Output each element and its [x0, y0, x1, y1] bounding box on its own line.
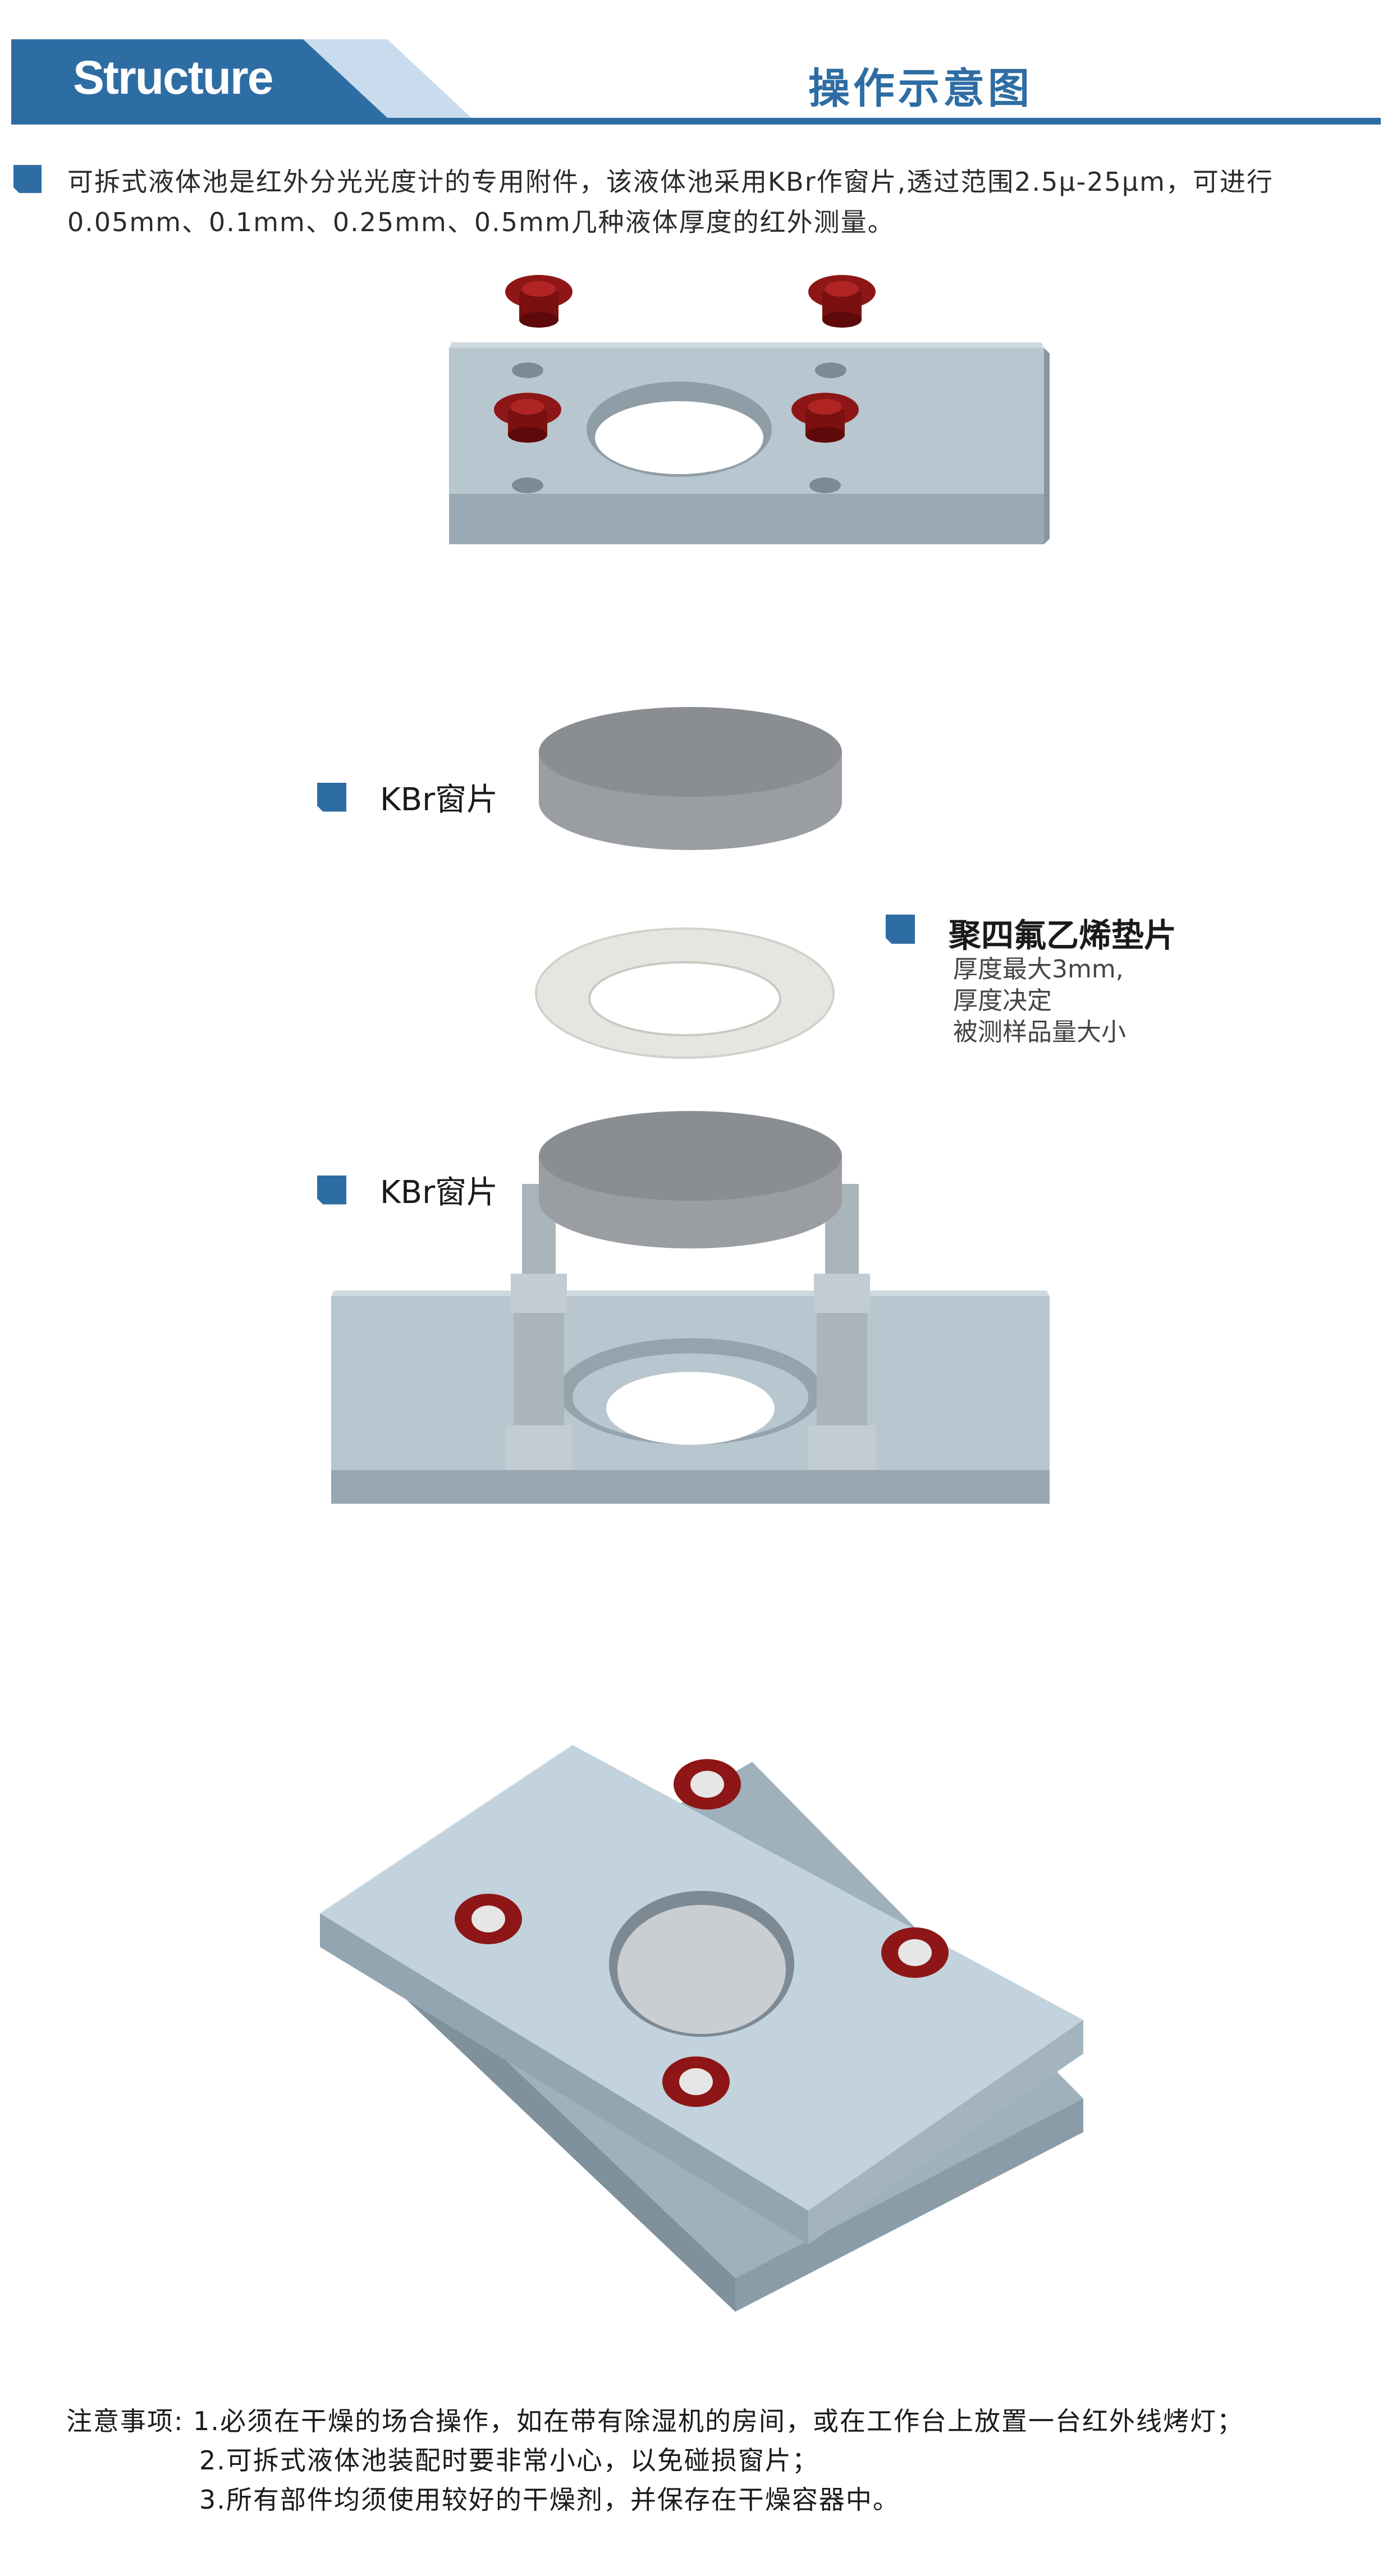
- label-kbr-bottom-text: KBr窗片: [380, 1174, 498, 1211]
- red-screw-icon: [674, 1759, 741, 1810]
- red-screw-icon: [881, 1927, 949, 1978]
- note-item: 1.必须在干燥的场合操作，如在带有除湿机的房间，或在工作台上放置一台红外线烤灯；: [193, 2406, 1244, 2436]
- notes-prefix: 注意事项:: [66, 2406, 194, 2436]
- intro-line-2: 0.05mm、0.1mm、0.25mm、0.5mm几种液体厚度的红外测量。: [67, 207, 895, 237]
- red-screw-icon: [791, 393, 859, 443]
- ptfe-desc-line: 被测样品量大小: [953, 1018, 1126, 1046]
- top-plate-diagram: [449, 275, 1050, 544]
- ptfe-gasket: [535, 927, 835, 1059]
- note-item: 3.所有部件均须使用较好的干燥剂，并保存在干燥容器中。: [199, 2485, 900, 2515]
- ptfe-desc-line: 厚度决定: [953, 986, 1052, 1015]
- note-item: 2.可拆式液体池装配时要非常小心，以免碰损窗片；: [199, 2445, 819, 2476]
- section-header: Structure 操作示意图: [11, 39, 1381, 125]
- red-screw-icon: [455, 1894, 522, 1944]
- bottom-plate-diagram: [331, 1111, 1050, 1504]
- notes-block: 注意事项: 1.必须在干燥的场合操作，如在带有除湿机的房间，或在工作台上放置一台…: [66, 2401, 1244, 2519]
- header-title-en: Structure: [73, 51, 273, 104]
- red-screw-icon: [505, 275, 573, 328]
- label-kbr-top-text: KBr窗片: [380, 782, 498, 818]
- assembled-cell-diagram: [320, 1745, 1083, 2312]
- ptfe-desc-line: 厚度最大3mm,: [953, 955, 1124, 984]
- square-bullet-icon: [13, 165, 42, 193]
- label-ptfe-desc: 厚度最大3mm, 厚度决定 被测样品量大小: [953, 954, 1126, 1048]
- red-screw-icon: [662, 2056, 730, 2107]
- square-bullet-icon: [317, 1175, 346, 1205]
- label-kbr-bottom: KBr窗片: [317, 1167, 498, 1213]
- intro-paragraph: 可拆式液体池是红外分光光度计的专用附件，该液体池采用KBr作窗片,透过范围2.5…: [13, 162, 1372, 242]
- intro-line-1: 可拆式液体池是红外分光光度计的专用附件，该液体池采用KBr作窗片,透过范围2.5…: [67, 167, 1274, 197]
- square-bullet-icon: [317, 782, 346, 812]
- kbr-window-top: [539, 707, 842, 850]
- red-screw-icon: [808, 275, 876, 328]
- threaded-post-icon: [808, 1184, 876, 1470]
- threaded-post-icon: [505, 1184, 573, 1470]
- square-bullet-icon: [886, 915, 915, 944]
- label-ptfe-title: 聚四氟乙烯垫片: [949, 916, 1177, 954]
- header-title-cn: 操作示意图: [808, 65, 1033, 113]
- header-underline: [11, 118, 1381, 125]
- label-kbr-top: KBr窗片: [317, 774, 498, 820]
- red-screw-icon: [494, 393, 561, 443]
